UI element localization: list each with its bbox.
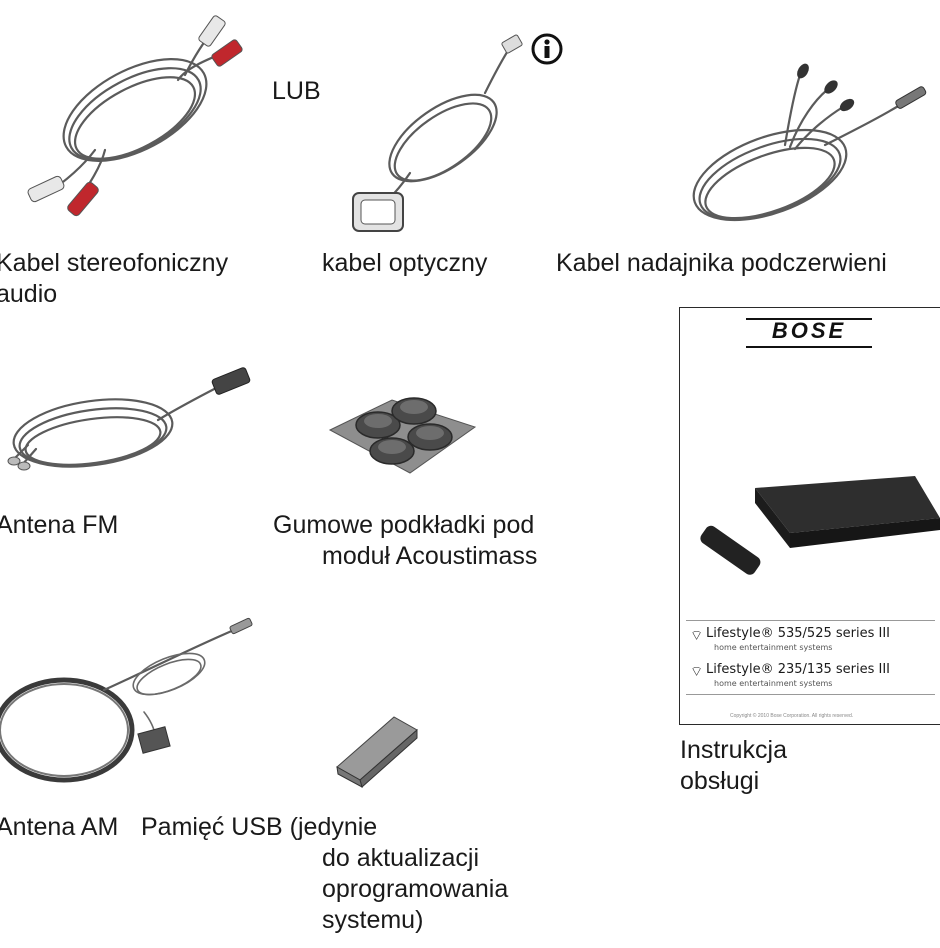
optical-cable-icon	[352, 34, 523, 232]
or-label: LUB	[272, 77, 321, 105]
stereo-cable-label: Kabel stereofoniczny audio	[0, 249, 229, 308]
info-icon	[531, 33, 563, 65]
series-2-sub: home entertainment systems	[714, 679, 833, 688]
am-antenna-icon	[0, 617, 253, 783]
rubber-feet-label: Gumowe podkładki pod moduł Acoustimass	[273, 511, 538, 570]
series-2: Lifestyle® 235/135 series III	[706, 662, 891, 677]
signal-icon-2: ⌔	[690, 663, 704, 679]
series-1-sub: home entertainment systems	[714, 643, 833, 652]
signal-icon: ⌔	[690, 627, 704, 643]
stereo-rca-cable-icon	[27, 15, 243, 217]
ir-cable-label: Kabel nadajnika podczerwieni	[556, 249, 887, 277]
usb-label: Pamięć USB (jedynie do aktualizacji opro…	[141, 813, 509, 934]
am-antenna-label: Antena AM	[0, 813, 119, 841]
rubber-feet-icon	[328, 397, 477, 474]
copyright-text: Copyright © 2010 Bose Corporation. All r…	[730, 713, 854, 719]
ir-emitter-cable-icon	[692, 63, 927, 222]
series-1: Lifestyle® 535/525 series III	[706, 626, 891, 641]
fm-antenna-icon	[7, 367, 251, 471]
optical-cable-label: kabel optyczny	[322, 249, 488, 277]
usb-stick-icon	[336, 716, 418, 789]
fm-antenna-label: Antena FM	[0, 511, 119, 539]
bose-logo: BOSE	[746, 318, 872, 348]
owners-guide-icon: BOSE ⌔ Lifestyle® 535/525 series III hom…	[679, 307, 940, 725]
console-image	[700, 476, 940, 575]
manual-label: Instrukcja obsługi	[680, 736, 787, 795]
